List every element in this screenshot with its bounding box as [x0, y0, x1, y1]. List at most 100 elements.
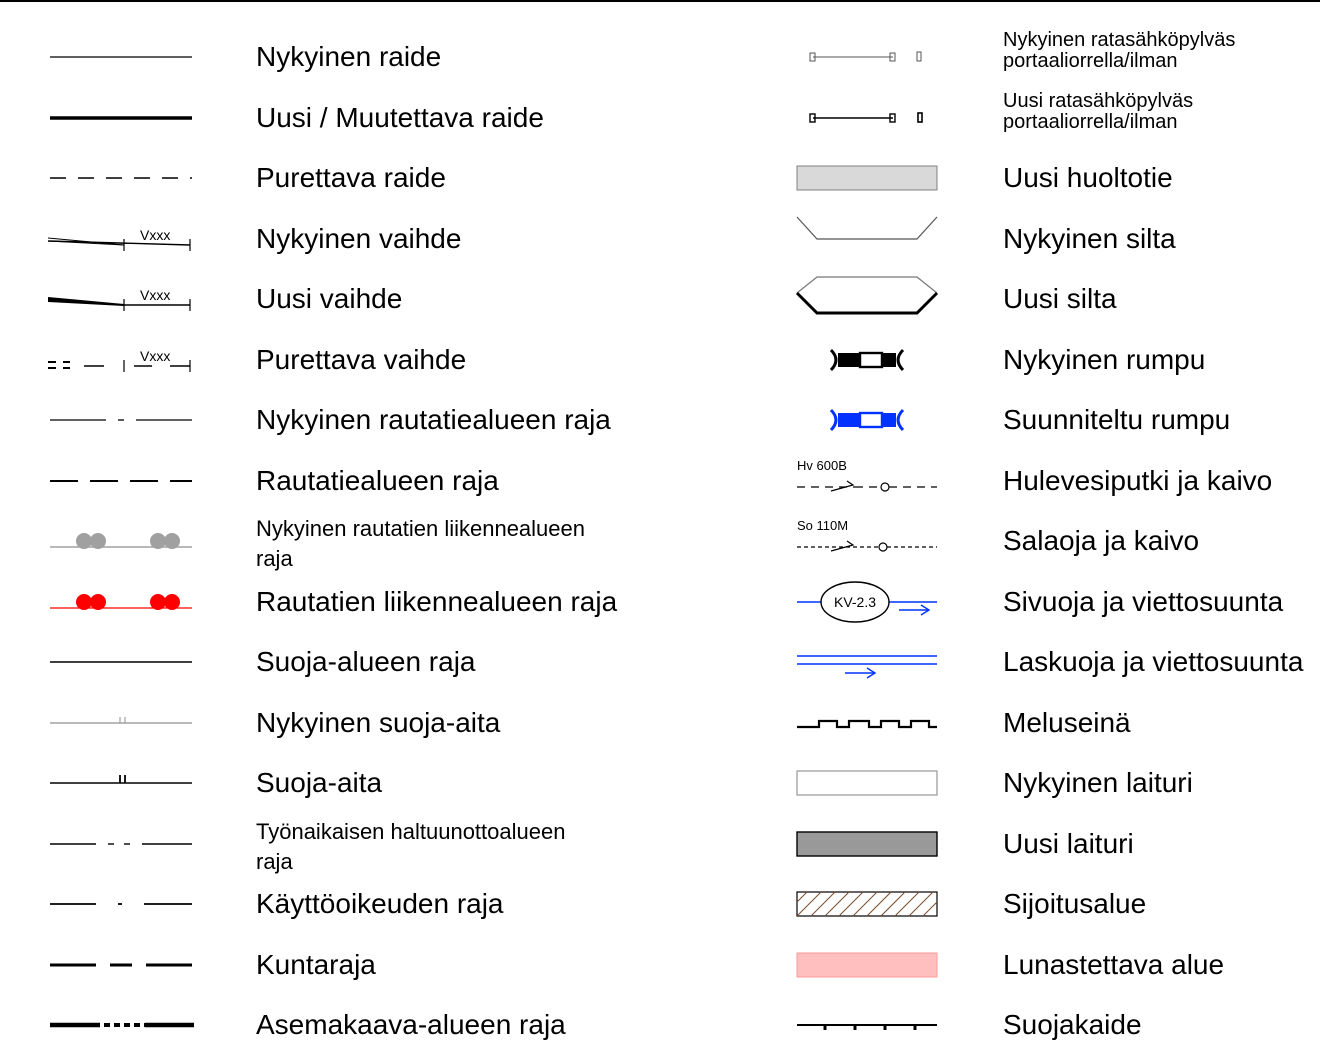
- new-service-road-symbol: [795, 148, 941, 208]
- existing-platform-symbol: [795, 753, 941, 813]
- legend-item-existing-protection-fence: Nykyinen suoja-aita: [0, 693, 1320, 753]
- legend-label: Hulevesiputki ja kaivo: [1003, 464, 1273, 496]
- legend-label: Rautatiealueen raja: [256, 464, 499, 496]
- legend-label: Nykyinen laituri: [1003, 767, 1193, 798]
- legend-item-new-bridge: Uusi silta: [0, 269, 1320, 329]
- legend-item-new-platform: Uusi laituri: [0, 814, 1320, 874]
- legend-item-existing-track-line: Nykyinen raide: [0, 27, 1320, 87]
- legend-item-drain-pipe: So 110M Salaoja ja kaivo: [0, 511, 1320, 571]
- legend-label: Suoja-aita: [256, 767, 383, 798]
- legend-item-guard-rail: Suojakaide: [0, 995, 1320, 1055]
- legend-label: Nykyinen rumpu: [1003, 343, 1206, 375]
- legend-item-existing-bridge: Nykyinen silta: [0, 209, 1320, 269]
- existing-switch-symbol: Vxxx: [47, 209, 196, 269]
- new-bridge-symbol: [795, 269, 941, 329]
- legend-label: Käyttöoikeuden raja: [256, 888, 504, 919]
- side-ditch-symbol: KV-2.3: [795, 572, 941, 632]
- legend-label: Laskuoja ja viettosuunta: [1003, 646, 1304, 677]
- legend-label: Suoja-alueen raja: [256, 646, 476, 677]
- legend-label-line: raja: [256, 546, 293, 571]
- legend-item-existing-culvert: Nykyinen rumpu: [0, 330, 1320, 390]
- usage-right-boundary-symbol: [48, 874, 196, 934]
- expropriation-area-symbol: [795, 935, 941, 995]
- existing-culvert-symbol: [795, 330, 941, 390]
- noise-barrier-symbol: [795, 693, 941, 753]
- existing-traffic-area-boundary-symbol: [48, 511, 196, 571]
- temporary-takeover-boundary-symbol: [48, 814, 196, 874]
- legend-label: Salaoja ja kaivo: [1003, 525, 1200, 556]
- zoning-plan-boundary-symbol: [48, 995, 196, 1055]
- legend-label: Nykyinen vaihde: [256, 222, 462, 254]
- existing-track-line-symbol: [48, 27, 196, 87]
- dismantle-switch-tag: Vxxx: [140, 348, 170, 364]
- legend-item-storm-pipe: Hv 600B Hulevesiputki ja kaivo: [0, 451, 1320, 511]
- storm-pipe-tag: Hv 600B: [797, 458, 847, 473]
- legend-item-outlet-ditch: Laskuoja ja viettosuunta: [0, 632, 1320, 692]
- municipal-boundary-symbol: [48, 935, 196, 995]
- legend-item-existing-platform: Nykyinen laituri: [0, 753, 1320, 813]
- legend-label: Uusi laituri: [1003, 827, 1134, 859]
- guard-rail-symbol: [795, 995, 941, 1055]
- legend-label-line: Työnaikaisen haltuunottoalueen: [256, 818, 566, 844]
- top-rule: [0, 0, 1320, 2]
- legend-label-line: portaaliorrella/ilman: [1003, 110, 1178, 133]
- new-switch-symbol: Vxxx: [48, 269, 196, 329]
- drain-pipe-tag: So 110M: [797, 518, 848, 533]
- protection-area-boundary-symbol: [48, 632, 196, 692]
- legend-label-line: Nykyinen ratasähköpylväs: [1003, 29, 1236, 51]
- legend-item-existing-switch: Vxxx Nykyinen vaihde: [0, 209, 1320, 269]
- legend-item-new-track-line: Uusi / Muutettava raide: [0, 88, 1320, 148]
- legend-item-new-switch: Vxxx Uusi vaihde: [0, 269, 1320, 329]
- existing-bridge-symbol: [795, 209, 941, 269]
- legend-label: Rautatien liikennealueen raja: [256, 585, 618, 617]
- legend-item-noise-barrier: Meluseinä: [0, 693, 1320, 753]
- side-ditch-tag: KV-2.3: [834, 594, 876, 610]
- legend-label: Uusi silta: [1003, 283, 1117, 314]
- legend-label: Nykyinen rautatiealueen raja: [256, 404, 611, 435]
- legend-label: Purettava vaihde: [256, 343, 467, 375]
- dismantle-switch-symbol: Vxxx: [48, 330, 196, 390]
- legend-label: Uusi vaihde: [256, 283, 403, 314]
- existing-switch-tag: Vxxx: [140, 227, 170, 243]
- new-platform-symbol: [795, 814, 941, 874]
- legend-item-expropriation-area: Lunastettava alue: [0, 935, 1320, 995]
- dismantle-track-line-symbol: [48, 148, 196, 208]
- legend-label: Suunniteltu rumpu: [1003, 404, 1231, 435]
- legend-label: Sivuoja ja viettosuunta: [1003, 585, 1284, 617]
- planned-culvert-symbol: [795, 390, 941, 450]
- legend-label: Lunastettava alue: [1003, 948, 1225, 980]
- storm-pipe-symbol: Hv 600B: [795, 451, 941, 511]
- legend-label: Kuntaraja: [256, 948, 376, 980]
- legend-label-line: Uusi ratasähköpylväs: [1003, 89, 1194, 112]
- legend-label-line: portaaliorrella/ilman: [1003, 50, 1178, 72]
- placement-area-symbol: [795, 874, 941, 934]
- new-catenary-mast-symbol: [795, 88, 941, 148]
- existing-catenary-mast-symbol: [795, 27, 941, 87]
- legend-label: Uusi / Muutettava raide: [256, 101, 544, 133]
- legend-item-municipal-boundary: Kuntaraja: [0, 935, 1320, 995]
- legend-item-dismantle-switch: Vxxx Purettava vaihde: [0, 330, 1320, 390]
- legend-item-existing-railway-boundary: Nykyinen rautatiealueen raja: [0, 390, 1320, 450]
- legend-item-new-service-road: Uusi huoltotie: [0, 148, 1320, 208]
- legend-item-planned-culvert: Suunniteltu rumpu: [0, 390, 1320, 450]
- traffic-area-boundary-symbol: [48, 572, 196, 632]
- legend-item-railway-boundary: Rautatiealueen raja: [0, 451, 1320, 511]
- legend-item-protection-area-boundary: Suoja-alueen raja: [0, 632, 1320, 692]
- protection-fence-symbol: [48, 753, 196, 813]
- legend-label: Asemakaava-alueen raja: [256, 1009, 566, 1040]
- legend-label: Nykyinen suoja-aita: [256, 706, 501, 738]
- legend-label: Sijoitusalue: [1003, 888, 1147, 919]
- legend-label: Nykyinen raide: [256, 41, 442, 72]
- drain-pipe-symbol: So 110M: [795, 511, 941, 571]
- existing-protection-fence-symbol: [48, 693, 196, 753]
- legend-item-dismantle-track-line: Purettava raide: [0, 148, 1320, 208]
- legend-item-protection-fence: Suoja-aita: [0, 753, 1320, 813]
- existing-railway-boundary-symbol: [48, 390, 196, 450]
- legend-label: Purettava raide: [256, 162, 446, 193]
- railway-boundary-symbol: [48, 451, 196, 511]
- legend-item-placement-area: Sijoitusalue: [0, 874, 1320, 934]
